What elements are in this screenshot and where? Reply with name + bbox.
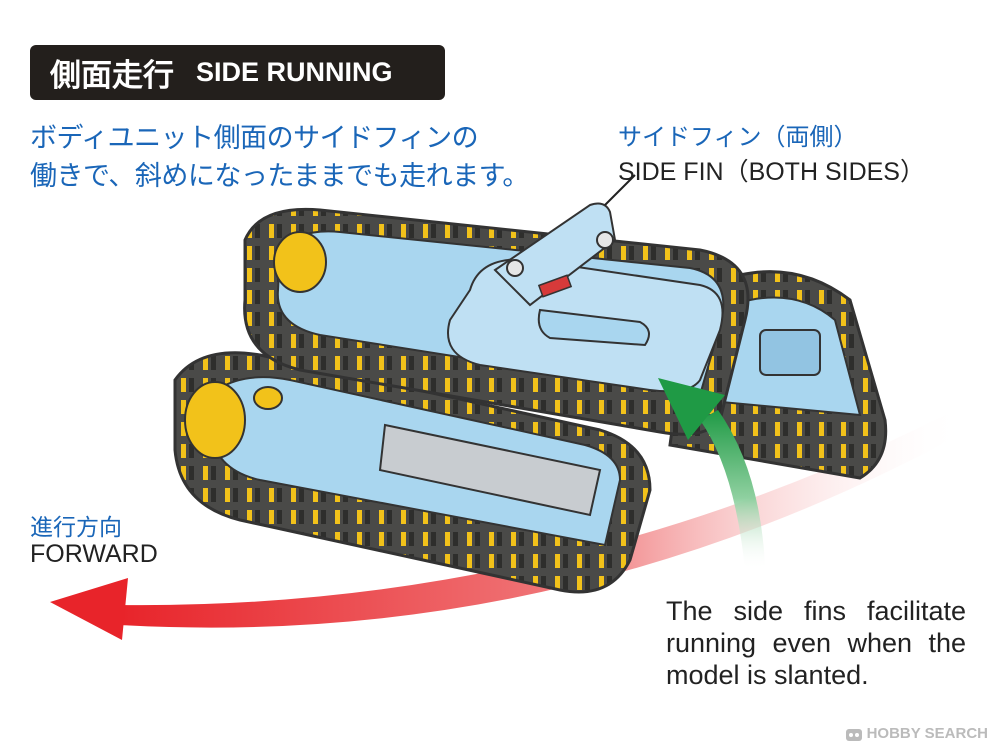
watermark: HOBBY SEARCH xyxy=(845,725,988,742)
description-line-2: 働きで、斜めになったままでも走れます。 xyxy=(30,161,529,192)
title-bar: 側面走行 SIDE RUNNING xyxy=(30,45,445,100)
title-japanese: 側面走行 xyxy=(50,58,174,94)
forward-label-japanese: 進行方向 xyxy=(30,515,122,541)
side-fin-label-english: SIDE FIN（BOTH SIDES） xyxy=(618,158,925,186)
hobby-search-logo-icon xyxy=(845,728,862,741)
watermark-text: HOBBY SEARCH xyxy=(866,725,988,742)
callout-line xyxy=(604,174,636,206)
title-english: SIDE RUNNING xyxy=(196,57,393,87)
description-japanese: ボディユニット側面のサイドフィンの 働きで、斜めになったままでも走れます。 xyxy=(30,120,529,196)
side-fin-note: The side fins facilitate running even wh… xyxy=(666,596,966,690)
rotation-arrow xyxy=(658,378,765,570)
forward-label-english: FORWARD xyxy=(30,540,158,568)
side-fin-label-japanese: サイドフィン（両側） xyxy=(618,123,858,151)
description-line-1: ボディユニット側面のサイドフィンの xyxy=(30,123,479,154)
side-fin xyxy=(493,202,617,307)
left-track-unit xyxy=(173,351,652,594)
